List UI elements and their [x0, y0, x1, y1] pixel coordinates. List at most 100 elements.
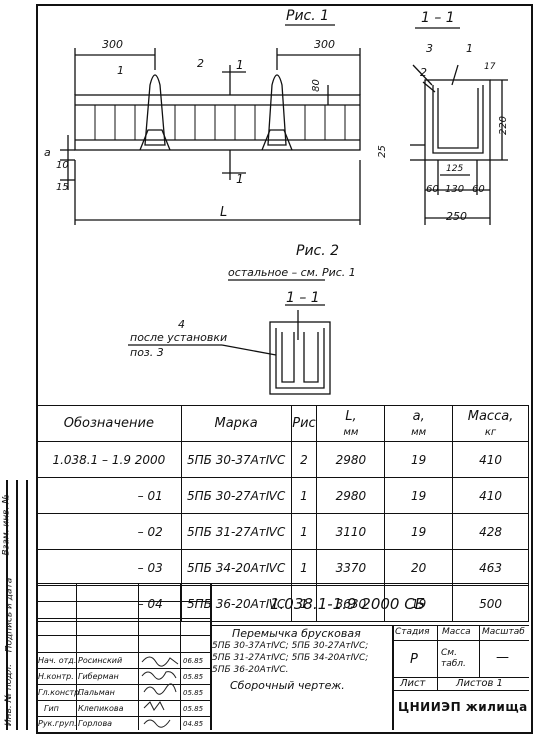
dim-80: 80 [310, 79, 322, 92]
section1-dim-60b: 60 [472, 184, 485, 195]
section1-pos-1: 1 [466, 42, 473, 55]
tb-line [36, 635, 210, 636]
tb-sig-role: Нач. отд. [38, 656, 77, 665]
cut-label-bottom: 1 [236, 172, 244, 186]
tb-name-4: 5ПБ 36-20АтⅣС. [212, 665, 289, 675]
cell-mark: 5ПБ 34-20АтⅣС [180, 549, 292, 586]
section1-dim-25: 25 [376, 145, 388, 158]
figure2-title: Рис. 2 [296, 243, 340, 259]
cell-fig: 1 [290, 549, 318, 586]
side-stamp-line-3 [26, 480, 28, 730]
dim-a: a [44, 146, 51, 159]
tb-vline [138, 583, 139, 730]
tb-sig-date: 04.85 [183, 720, 204, 728]
tb-line [210, 625, 529, 626]
cell-mark: 5ПБ 30-37АтⅣС [180, 441, 292, 478]
cell-fig: 2 [290, 441, 318, 478]
cell-mark: 5ПБ 30-27АтⅣС [180, 477, 292, 514]
section1-dim-220: 220 [498, 115, 510, 136]
tb-code: 1.038.1-1.9 2000 СБ [270, 595, 425, 613]
tb-mass: См. табл. [441, 648, 466, 669]
tb-vline [479, 625, 480, 677]
spec-header-row: Обозначение Марка Рис L,мм a,мм Масса,кг [36, 405, 529, 442]
tb-sig-role: Гип [44, 704, 59, 713]
tb-doc-type: Сборочный чертеж. [230, 679, 345, 692]
tb-stage-header: Стадия [395, 627, 430, 637]
sheet-frame [36, 4, 533, 734]
cell-fig: 1 [290, 513, 318, 550]
table-row: – 04 5ПБ 36-20АтⅣС 1 3630 19 500 [36, 585, 529, 622]
figure1-title: Рис. 1 [286, 8, 330, 24]
section1-dim-60a: 60 [426, 184, 439, 195]
cell-length: 3110 [316, 513, 386, 550]
header-a: a,мм [384, 405, 454, 442]
cell-designation: – 01 [36, 477, 182, 514]
tb-line [36, 716, 210, 717]
side-stamp-signature: Подпись и дата [4, 577, 15, 653]
table-row: – 03 5ПБ 34-20АтⅣС 1 3370 20 463 [36, 549, 529, 586]
tb-name-2: 5ПБ 30-37АтⅣС; 5ПБ 30-27АтⅣС; [212, 641, 369, 651]
tb-sig-role: Гл.констр. [38, 688, 82, 697]
cell-mass: 463 [452, 549, 529, 586]
cell-length: 2980 [316, 441, 386, 478]
tb-name-3: 5ПБ 31-27АтⅣС; 5ПБ 34-20АтⅣС; [212, 653, 369, 663]
section1-pos-3: 3 [426, 42, 433, 55]
cell-length: 2980 [316, 477, 386, 514]
header-fig: Рис [290, 405, 318, 442]
cell-a: 19 [384, 513, 454, 550]
table-row: – 01 5ПБ 30-27АтⅣС 1 2980 19 410 [36, 477, 529, 514]
cell-mass: 500 [452, 585, 529, 622]
header-designation: Обозначение [36, 405, 182, 442]
section1-dim-17: 17 [484, 62, 496, 72]
header-length: L,мм [316, 405, 386, 442]
tb-stage: Р [410, 652, 418, 667]
figure2-pos-4: 4 [178, 318, 185, 331]
figure2-section-title: 1 – 1 [286, 290, 320, 306]
figure2-annotation-2: поз. 3 [130, 346, 164, 359]
side-stamp-line-2 [16, 480, 18, 730]
spec-table: Обозначение Марка Рис L,мм a,мм Масса,кг… [36, 405, 529, 622]
dim-10: 10 [56, 160, 69, 171]
tb-line [36, 652, 210, 653]
section1-pos-2: 2 [420, 66, 427, 79]
cell-designation: – 04 [36, 585, 182, 622]
cell-fig: 1 [290, 477, 318, 514]
cell-length: 3630 [316, 585, 386, 622]
tb-line [36, 700, 210, 701]
figure1-drawing [60, 24, 508, 395]
tb-sig-name: Пальман [78, 688, 115, 697]
cell-length: 3370 [316, 549, 386, 586]
tb-sig-date: 05.85 [183, 673, 204, 681]
tb-line [392, 690, 529, 691]
tb-org: ЦНИИЭП жилища [398, 700, 528, 714]
cell-a: 20 [384, 549, 454, 586]
section1-dim-250: 250 [446, 210, 467, 223]
cell-mass: 410 [452, 477, 529, 514]
cell-designation: – 02 [36, 513, 182, 550]
header-mark: Марка [180, 405, 292, 442]
cell-mass: 410 [452, 441, 529, 478]
tb-name-1: Перемычка брусковая [232, 627, 361, 640]
tb-sig-name: Горлова [78, 719, 113, 728]
tb-sig-role: Рук.груп. [38, 719, 77, 728]
table-row: – 02 5ПБ 31-27АтⅣС 1 3110 19 428 [36, 513, 529, 550]
cell-a: 19 [384, 441, 454, 478]
dim-L: L [220, 205, 228, 220]
dim-300-left: 300 [102, 38, 123, 51]
tb-sig-date: 06.85 [183, 657, 204, 665]
cell-mark: 5ПБ 31-27АтⅣС [180, 513, 292, 550]
section1-dim-125: 125 [446, 164, 464, 174]
cell-a: 19 [384, 477, 454, 514]
handwritten-signatures [141, 656, 179, 728]
pos-2: 2 [197, 57, 204, 70]
tb-vline [437, 625, 438, 690]
tb-scale: — [496, 650, 509, 665]
tb-vline [392, 625, 394, 730]
figure2-annotation-1: после установки [130, 331, 228, 344]
tb-sig-name: Гиберман [78, 672, 119, 681]
section1-dim-130: 130 [445, 184, 465, 195]
tb-sheets-header: Листов 1 [456, 678, 503, 689]
tb-sig-name: Клепикова [78, 704, 124, 713]
cell-mass: 428 [452, 513, 529, 550]
